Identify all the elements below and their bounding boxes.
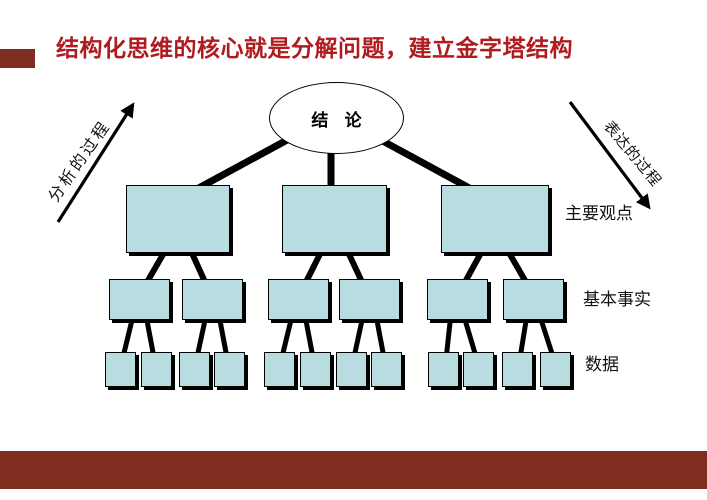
connector-line: [462, 317, 478, 356]
data-box-5: [264, 352, 295, 387]
conclusion-label: 结 论: [311, 110, 368, 130]
root-connector-left: [193, 129, 302, 194]
main-point-box-3: [441, 185, 549, 253]
data-box-7: [336, 352, 367, 387]
connector-line: [374, 317, 386, 356]
level-label-main-points: 主要观点: [565, 204, 633, 223]
main-point-box-1: [126, 185, 230, 253]
connector-line: [217, 317, 229, 356]
connector-line: [444, 317, 453, 356]
connector-line: [344, 249, 366, 285]
data-box-3: [179, 352, 210, 387]
connector-line: [121, 317, 135, 356]
main-point-box-2: [282, 185, 387, 253]
basic-fact-box-1: [109, 279, 170, 320]
basic-fact-box-5: [427, 279, 488, 320]
connector-line: [188, 249, 209, 285]
connector-line: [505, 249, 530, 285]
data-box-8: [371, 352, 402, 387]
data-box-9: [428, 352, 459, 387]
data-box-2: [141, 352, 172, 387]
connector-line: [144, 317, 156, 356]
connector-line: [280, 317, 294, 356]
analysis-arrow: [56, 102, 135, 223]
connector-line: [461, 249, 485, 285]
slide-title: 结构化思维的核心就是分解问题，建立金字塔结构: [56, 35, 573, 61]
data-box-1: [105, 352, 136, 387]
connector-line: [195, 317, 208, 356]
accent-bar-top-left: [0, 49, 35, 68]
connector-line: [302, 249, 325, 285]
basic-fact-box-2: [182, 279, 243, 320]
connector-line: [303, 317, 315, 356]
level-label-basic-facts: 基本事实: [583, 290, 651, 309]
connector-line: [538, 317, 555, 356]
connector-line: [518, 317, 529, 356]
level-label-data: 数据: [585, 355, 619, 374]
data-box-10: [463, 352, 494, 387]
data-box-4: [214, 352, 245, 387]
basic-fact-box-6: [503, 279, 564, 320]
basic-fact-box-3: [268, 279, 329, 320]
data-box-11: [502, 352, 533, 387]
data-box-12: [540, 352, 571, 387]
accent-bar-bottom: [0, 451, 707, 489]
basic-fact-box-4: [339, 279, 400, 320]
expression-arrow: [568, 101, 651, 210]
connector-line: [352, 317, 365, 356]
conclusion-node: 结 论: [269, 82, 404, 154]
data-box-6: [300, 352, 331, 387]
connector-line: [143, 249, 168, 285]
pyramid-diagram: 结 论 分析的过程 表达的过程 主要观点 基本事实 数据: [0, 70, 707, 450]
